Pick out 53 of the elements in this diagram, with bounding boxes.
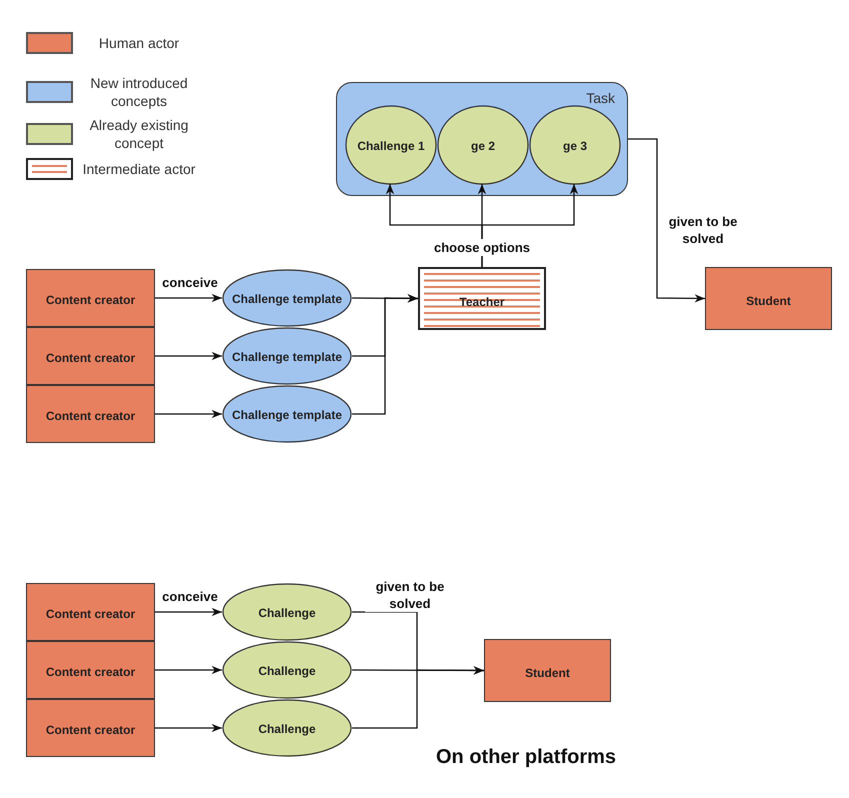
node-label: ge 2 bbox=[470, 138, 496, 155]
legend-label: Intermediate actor bbox=[82, 160, 196, 178]
actor-box bbox=[26, 385, 155, 443]
actor-box bbox=[484, 639, 611, 702]
legend-label: Already existing concept bbox=[88, 116, 190, 152]
concept-ellipse bbox=[222, 699, 352, 757]
legend-label: New introduced concepts bbox=[89, 74, 189, 110]
concept-ellipse bbox=[222, 583, 352, 641]
arrow bbox=[155, 608, 222, 616]
node-label: Student bbox=[745, 292, 792, 310]
node-label: Challenge 1 bbox=[356, 138, 426, 155]
arrow bbox=[352, 666, 484, 729]
concept-ellipse bbox=[222, 641, 352, 699]
panel-title: Task bbox=[586, 89, 615, 108]
concept-ellipse bbox=[222, 327, 352, 385]
node-label: Content creator bbox=[44, 722, 136, 739]
node-label: Content creator bbox=[44, 350, 136, 367]
node-label: Challenge bbox=[257, 721, 317, 738]
node-label: Challenge template bbox=[230, 407, 344, 424]
node-label: ge 3 bbox=[562, 138, 588, 155]
concept-ellipse bbox=[345, 105, 437, 185]
concept-ellipse bbox=[437, 105, 529, 185]
arrow bbox=[352, 294, 418, 303]
node-label: Challenge bbox=[257, 663, 317, 680]
task-panel bbox=[336, 82, 628, 196]
arrow bbox=[352, 294, 418, 415]
legend-label: Human actor bbox=[98, 34, 180, 52]
node-label: Content creator bbox=[44, 292, 136, 309]
section-title: On other platforms bbox=[436, 745, 616, 770]
striped-actor-box bbox=[418, 267, 546, 330]
actor-box bbox=[26, 269, 155, 327]
node-label: Challenge template bbox=[230, 349, 344, 366]
actor-box bbox=[26, 327, 155, 385]
arrow bbox=[155, 724, 222, 732]
arrow bbox=[628, 138, 705, 303]
arrow bbox=[155, 294, 222, 302]
node-label: Content creator bbox=[44, 606, 136, 623]
arrow bbox=[155, 352, 222, 360]
concept-ellipse bbox=[222, 385, 352, 443]
concept-ellipse bbox=[222, 269, 352, 327]
concept-ellipse bbox=[529, 105, 621, 185]
arrow bbox=[155, 666, 222, 674]
arrow bbox=[155, 410, 222, 418]
actor-box bbox=[26, 641, 155, 699]
node-label: Content creator bbox=[44, 408, 136, 425]
node-label: Challenge template bbox=[230, 291, 344, 308]
actor-box bbox=[705, 267, 832, 330]
node-label: Challenge bbox=[257, 605, 317, 622]
actor-box bbox=[26, 583, 155, 641]
actor-box bbox=[26, 699, 155, 757]
arrow bbox=[481, 184, 578, 267]
node-label: Student bbox=[524, 664, 571, 682]
node-label: Content creator bbox=[44, 664, 136, 681]
